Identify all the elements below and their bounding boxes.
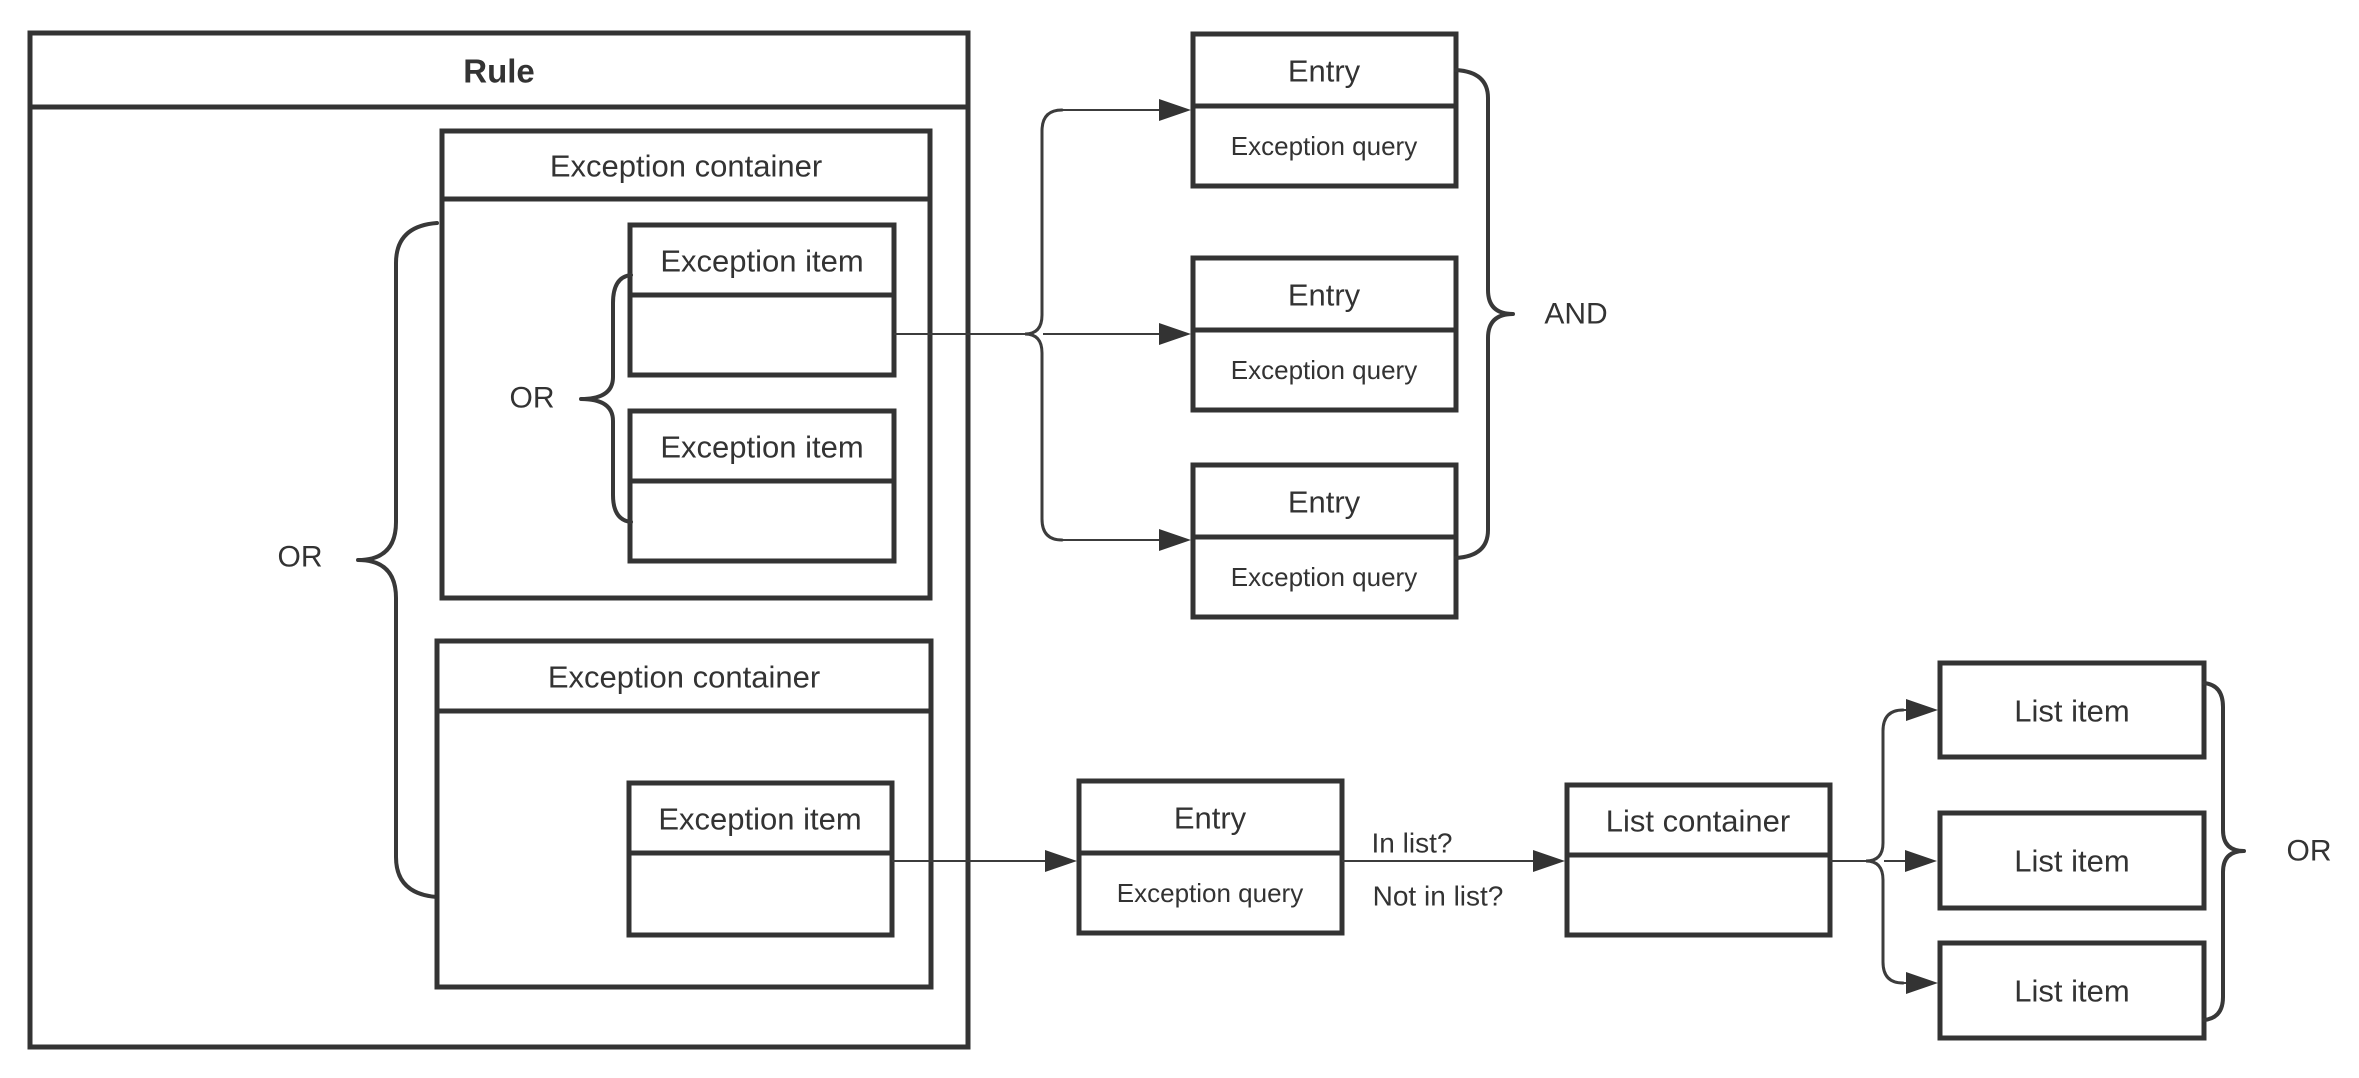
container-or-label: OR <box>510 382 555 415</box>
entry-2-query-label: Exception query <box>1231 355 1417 385</box>
exception-item-2-title: Exception item <box>660 430 863 465</box>
arrow-into-list-item-3 <box>1906 972 1938 994</box>
entry-3-border <box>1190 462 1459 620</box>
entry-2-title: Entry <box>1288 278 1361 313</box>
arrow-into-entry4 <box>1045 850 1077 872</box>
list-item-1-title: List item <box>2014 694 2129 729</box>
list-item-2-title: List item <box>2014 844 2129 879</box>
exception-item-1-border <box>627 222 897 378</box>
entry-3-title: Entry <box>1288 485 1361 520</box>
exception-item-3-title: Exception item <box>658 802 861 837</box>
entries-split-bracket <box>1024 108 1064 542</box>
arrow-into-entry3 <box>1159 529 1191 551</box>
exception-container-2-title: Exception container <box>548 660 820 695</box>
entry-1-query-label: Exception query <box>1231 131 1417 161</box>
exception-item-2-border <box>627 408 897 564</box>
list-item-3-title: List item <box>2014 974 2129 1009</box>
exception-item-3-border <box>626 780 895 938</box>
arrow-into-entry2 <box>1159 323 1191 345</box>
list-split-bracket <box>1865 708 1905 985</box>
entries-and-brace <box>1454 68 1515 560</box>
entry-3-query-label: Exception query <box>1231 562 1417 592</box>
entry-4-title: Entry <box>1174 801 1247 836</box>
exception-container-1-title: Exception container <box>550 149 822 184</box>
entries-and-label: AND <box>1544 298 1607 331</box>
entry-2: Entry Exception query <box>1190 255 1459 413</box>
list-container-border <box>1564 782 1833 938</box>
entry-1-title: Entry <box>1288 54 1361 89</box>
entry-4: Entry Exception query <box>1076 778 1345 936</box>
arrow-into-list-item-2 <box>1905 850 1937 872</box>
arrow-into-entry1 <box>1159 99 1191 121</box>
entry-1: Entry Exception query <box>1190 31 1459 189</box>
edge-label-in-list: In list? <box>1372 828 1453 859</box>
exception-item-1-title: Exception item <box>660 244 863 279</box>
list-container: List container <box>1564 782 1833 938</box>
entry-4-border <box>1076 778 1345 936</box>
arrow-into-list-container <box>1533 850 1565 872</box>
list-container-title: List container <box>1606 804 1790 839</box>
edge-label-not-in-list: Not in list? <box>1373 881 1504 912</box>
exception-item-1: Exception item <box>627 222 897 378</box>
list-item-3: List item <box>1937 940 2207 1041</box>
list-item-3-border <box>1937 940 2207 1041</box>
rule-or-label: OR <box>278 541 323 574</box>
container-or-brace <box>579 273 633 524</box>
list-or-label: OR <box>2287 835 2332 868</box>
list-item-2-border <box>1937 810 2207 911</box>
entry-3: Entry Exception query <box>1190 462 1459 620</box>
rule-or-brace <box>356 221 439 899</box>
arrow-into-list-item-1 <box>1906 699 1938 721</box>
list-item-2: List item <box>1937 810 2207 911</box>
entry-4-query-label: Exception query <box>1117 878 1303 908</box>
list-or-brace <box>2202 681 2246 1022</box>
list-item-1-border <box>1937 660 2207 760</box>
exception-item-3: Exception item <box>626 780 895 938</box>
entry-2-border <box>1190 255 1459 413</box>
entry-1-border <box>1190 31 1459 189</box>
exception-item-2: Exception item <box>627 408 897 564</box>
list-item-1: List item <box>1937 660 2207 760</box>
rule-title: Rule <box>463 53 535 90</box>
